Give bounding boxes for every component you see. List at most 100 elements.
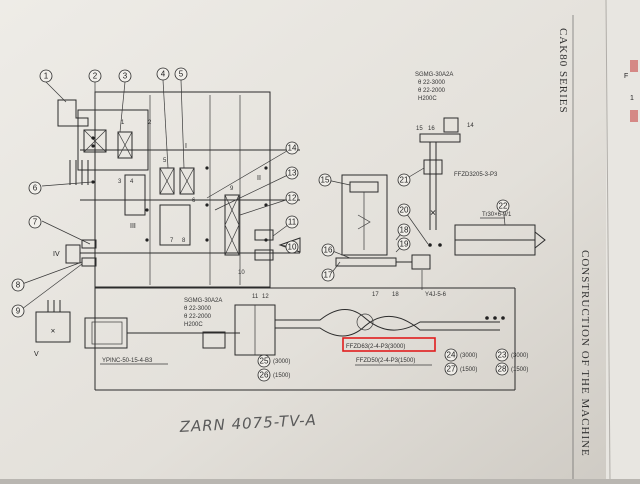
callout-11 [285,215,299,229]
callout-21 [397,173,411,187]
callout-number: 5 [179,70,184,79]
callout-19 [397,237,411,251]
callout-number: 4 [161,70,166,79]
motor-v-box [35,311,71,343]
spindle-shaft [275,309,500,331]
callout-28 [495,362,509,376]
speed-value: (3000) [273,359,290,365]
callout-number: 15 [321,176,330,185]
gear-number: 12 [262,294,269,300]
callout-number: 11 [288,218,297,227]
tab-marker [630,110,638,122]
gear-number: 5 [163,158,167,164]
gear-number: 11 [252,294,259,300]
motor-spec: θ 22-3000 [418,80,446,86]
motor-label-y4j: Y4J-5-6 [425,292,447,298]
callout-16 [321,243,335,257]
motor-spec: θ 22-2000 [184,314,212,320]
bearing-dots [91,136,268,242]
motor-model: SGMG-30A2A [415,72,453,78]
ballscrew-label-top: FFZD3205-3-P3 [454,172,498,178]
servo-motor-mid: SGMG-30A2A θ 22-3000 θ 22-2000 H200C [184,298,276,356]
input-motor-block [57,99,149,185]
callout-13 [285,166,299,180]
callout-circles: 1 2 3 4 5 6 7 8 9 14 13 12 11 10 15 16 1… [11,67,510,382]
motor-spec: H200C [184,322,203,328]
callout-number: 9 [16,307,21,316]
ballscrew-label-lower: FFZD50(2-4-P3(1500) [356,358,415,364]
gear-number: 6 [192,198,196,204]
callout-number: 21 [400,176,409,185]
gear-number: 9 [230,186,234,192]
motor-iv-box [65,244,81,264]
gearbox-frame [80,91,516,391]
callout-number: 19 [400,240,409,249]
page-edge [606,0,640,479]
gear-number: 15 [416,126,423,132]
callout-number: 12 [288,194,297,203]
gear-number: 10 [238,270,245,276]
gear-number: 4 [130,179,134,185]
callout-1 [39,69,53,83]
callout-3 [118,69,132,83]
callout-number: 10 [288,243,297,252]
callout-number: 20 [400,206,409,215]
callout-12 [285,191,299,205]
spindle-nut [356,313,374,331]
callout-number: 25 [260,357,269,366]
gear-number: 18 [392,292,399,298]
callout-26 [257,368,271,382]
callout-20 [397,203,411,217]
gear-number: 17 [372,292,379,298]
callout-4 [156,67,170,81]
speed-value: (1500) [460,367,477,373]
speed-value: (3000) [511,353,528,359]
callout-number: 7 [33,218,38,227]
leadscrew-label: Tr30×6-9/1 [482,212,512,218]
callout-number: 8 [16,281,21,290]
ballscrew-label-highlight: FFZD63(2-4-P3(3000) [346,344,405,350]
callout-number: 26 [260,371,269,380]
callout-22 [496,199,510,213]
speed-value: (1500) [511,367,528,373]
callout-17 [321,268,335,282]
callout-number: 18 [400,226,409,235]
callout-2 [88,69,102,83]
callout-number: 23 [498,351,507,360]
gear-number: 14 [467,123,474,129]
gear-number: 3 [118,179,122,185]
spindle-motor-model: YPINC-50-15-4-B3 [102,358,153,364]
callout-number: 24 [447,351,456,360]
gear-number: 1 [121,120,125,126]
shaft-label-III: III [130,223,136,230]
gear-number: 16 [428,126,435,132]
motor-spec: θ 22-2000 [418,88,446,94]
page-edge-mark: 1 [630,95,634,102]
speed-value: (1500) [273,373,290,379]
callout-number: 14 [288,144,297,153]
callout-9 [11,304,25,318]
motor-spec: θ 22-3000 [184,306,212,312]
callout-18 [397,223,411,237]
callout-number: 13 [288,169,297,178]
callout-number: 1 [44,72,49,81]
shaft-label-IV: IV [53,251,60,258]
callout-25 [257,354,271,368]
callout-number: 27 [447,365,456,374]
right-top-assembly: SGMG-30A2A θ 22-3000 θ 22-2000 H200C ✕ 1… [415,72,498,230]
callout-number: 2 [93,72,98,81]
shaft-label-I: I [185,143,187,150]
gear-number: 7 [170,238,174,244]
callout-27 [444,362,458,376]
header-series: CAK80 SERIES [557,28,569,114]
callout-10 [285,240,299,254]
callout-leaders [21,79,506,310]
callout-7 [28,215,42,229]
callout-14 [285,141,299,155]
highlight-box [342,337,436,352]
ball-screw-mark: ✕ [430,209,437,218]
callout-number: 3 [123,72,128,81]
callout-number: 22 [499,202,508,211]
tailstock-assembly: Tr30×6-9/1 [454,212,546,256]
shaft-label-II: II [257,175,261,182]
